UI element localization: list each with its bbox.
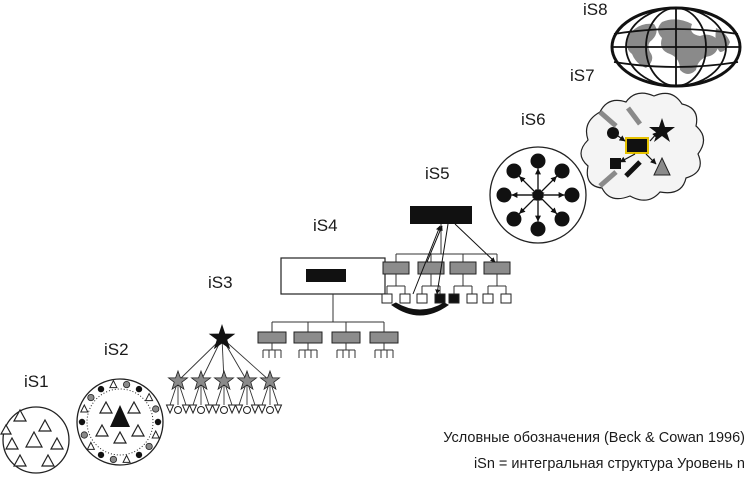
- is6-structure: [489, 146, 587, 244]
- is8-structure: [610, 6, 742, 88]
- is7-structure: [580, 92, 705, 201]
- legend-title: Условные обозначения (Beck & Cowan 1996): [443, 430, 745, 446]
- is5-structure: [381, 206, 512, 316]
- is4-structure: [257, 257, 399, 358]
- level-label-is1: iS1: [24, 372, 49, 391]
- level-label-is6: iS6: [521, 110, 546, 129]
- level-label-is4: iS4: [313, 216, 338, 235]
- is3-structure: [165, 324, 283, 415]
- level-label-is8: iS8: [583, 0, 608, 19]
- level-label-is3: iS3: [208, 273, 233, 292]
- level-label-is5: iS5: [425, 164, 450, 183]
- is2-structure: [76, 378, 164, 466]
- legend-description: iSn = интегральная структура Уровень n: [473, 456, 745, 472]
- level-label-is2: iS2: [104, 340, 129, 359]
- is1-structure: [0, 406, 70, 474]
- level-label-is7: iS7: [570, 66, 595, 85]
